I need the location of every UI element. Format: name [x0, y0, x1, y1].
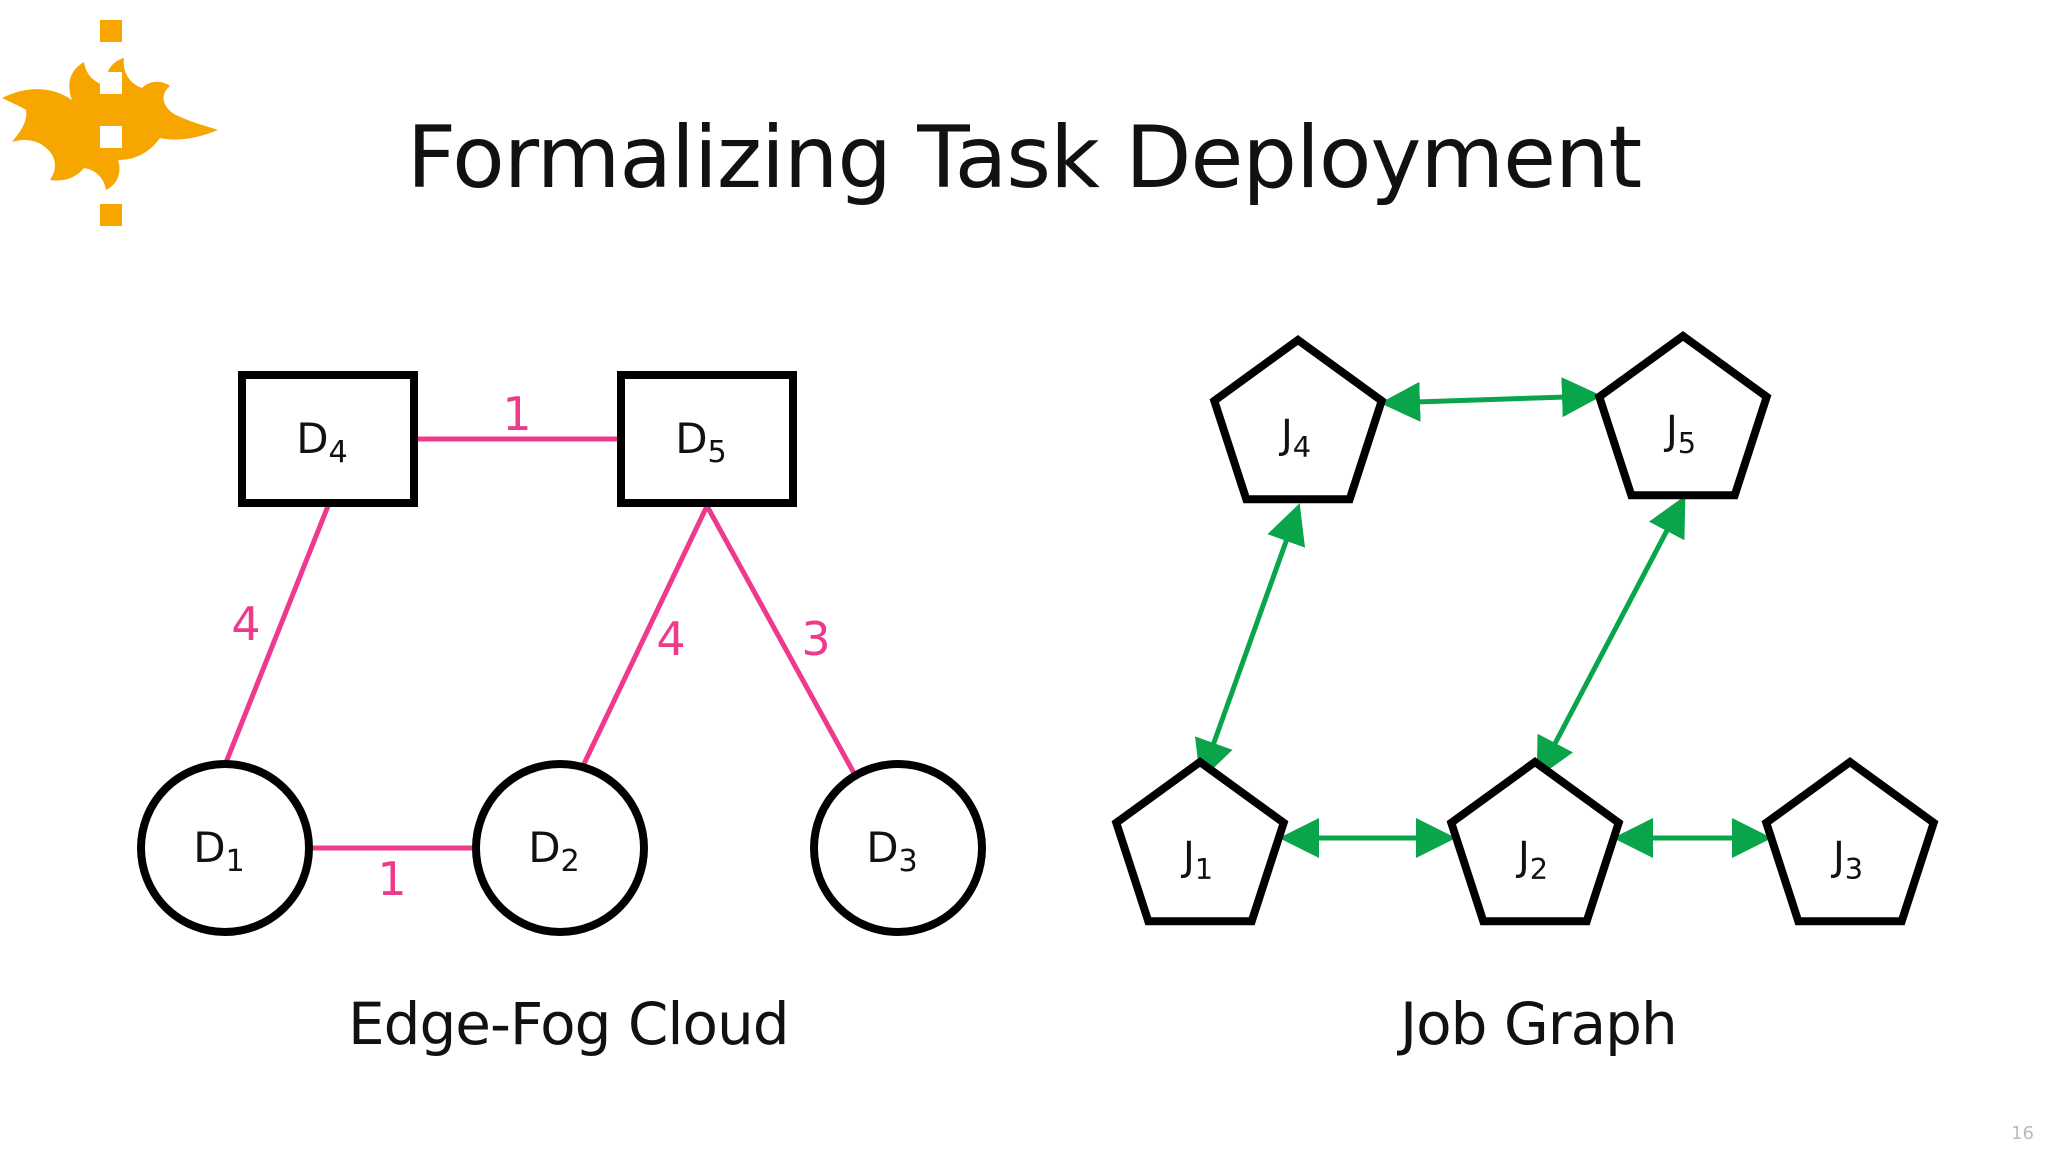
job-link-j5-j2	[1536, 495, 1686, 779]
job-j5: J5	[1594, 331, 1772, 500]
link-weight-d5-d2: 4	[656, 612, 685, 666]
device-label-d3: D3	[866, 823, 918, 879]
job-graph-links	[1194, 377, 1772, 858]
link-weight-d5-d3: 3	[801, 612, 830, 666]
link-weight-d4-d1: 4	[231, 597, 260, 651]
device-label-d1: D1	[193, 823, 245, 879]
job-j2: J2	[1446, 757, 1624, 926]
edge-fog-link-d5-d2	[579, 504, 710, 770]
device-d1: D1	[137, 760, 313, 936]
job-label-j1: J1	[1180, 834, 1213, 886]
link-weight-d1-d2: 1	[377, 852, 406, 906]
slide-title: Formalizing Task Deployment	[406, 108, 1643, 208]
device-d4: D4	[238, 371, 418, 507]
university-logo-icon	[2, 20, 218, 226]
job-link-j4-j1	[1194, 503, 1306, 781]
job-label-j2: J2	[1515, 834, 1548, 886]
page-number: 16	[2011, 1123, 2034, 1144]
job-label-j5: J5	[1663, 408, 1696, 460]
device-label-d5: D5	[675, 414, 727, 470]
job-graph-caption: Job Graph	[1400, 990, 1678, 1058]
device-d3: D3	[810, 760, 986, 936]
device-d2: D2	[472, 760, 648, 936]
job-label-j3: J3	[1830, 834, 1863, 886]
edge-fog-links	[222, 436, 858, 851]
device-label-d2: D2	[528, 823, 580, 879]
device-d5: D5	[617, 371, 797, 507]
job-j1: J1	[1111, 757, 1289, 926]
job-link-j4-j5	[1380, 377, 1602, 422]
edge-fog-link-d4-d1	[222, 505, 331, 766]
edge-fog-link-d5-d3	[704, 504, 858, 777]
job-j3: J3	[1761, 757, 1939, 926]
job-j4: J4	[1209, 335, 1387, 504]
link-weight-d4-d5: 1	[502, 387, 531, 441]
edge-fog-link-weights: 1 4 4 3 1	[231, 387, 830, 906]
edge-fog-cloud-caption: Edge-Fog Cloud	[348, 990, 790, 1058]
job-graph-jobs: J1 J2 J3 J4 J5	[1111, 331, 1939, 926]
job-label-j4: J4	[1278, 412, 1311, 464]
edge-fog-devices: D1 D2 D3 D4 D5	[137, 371, 986, 936]
device-label-d4: D4	[296, 414, 348, 470]
